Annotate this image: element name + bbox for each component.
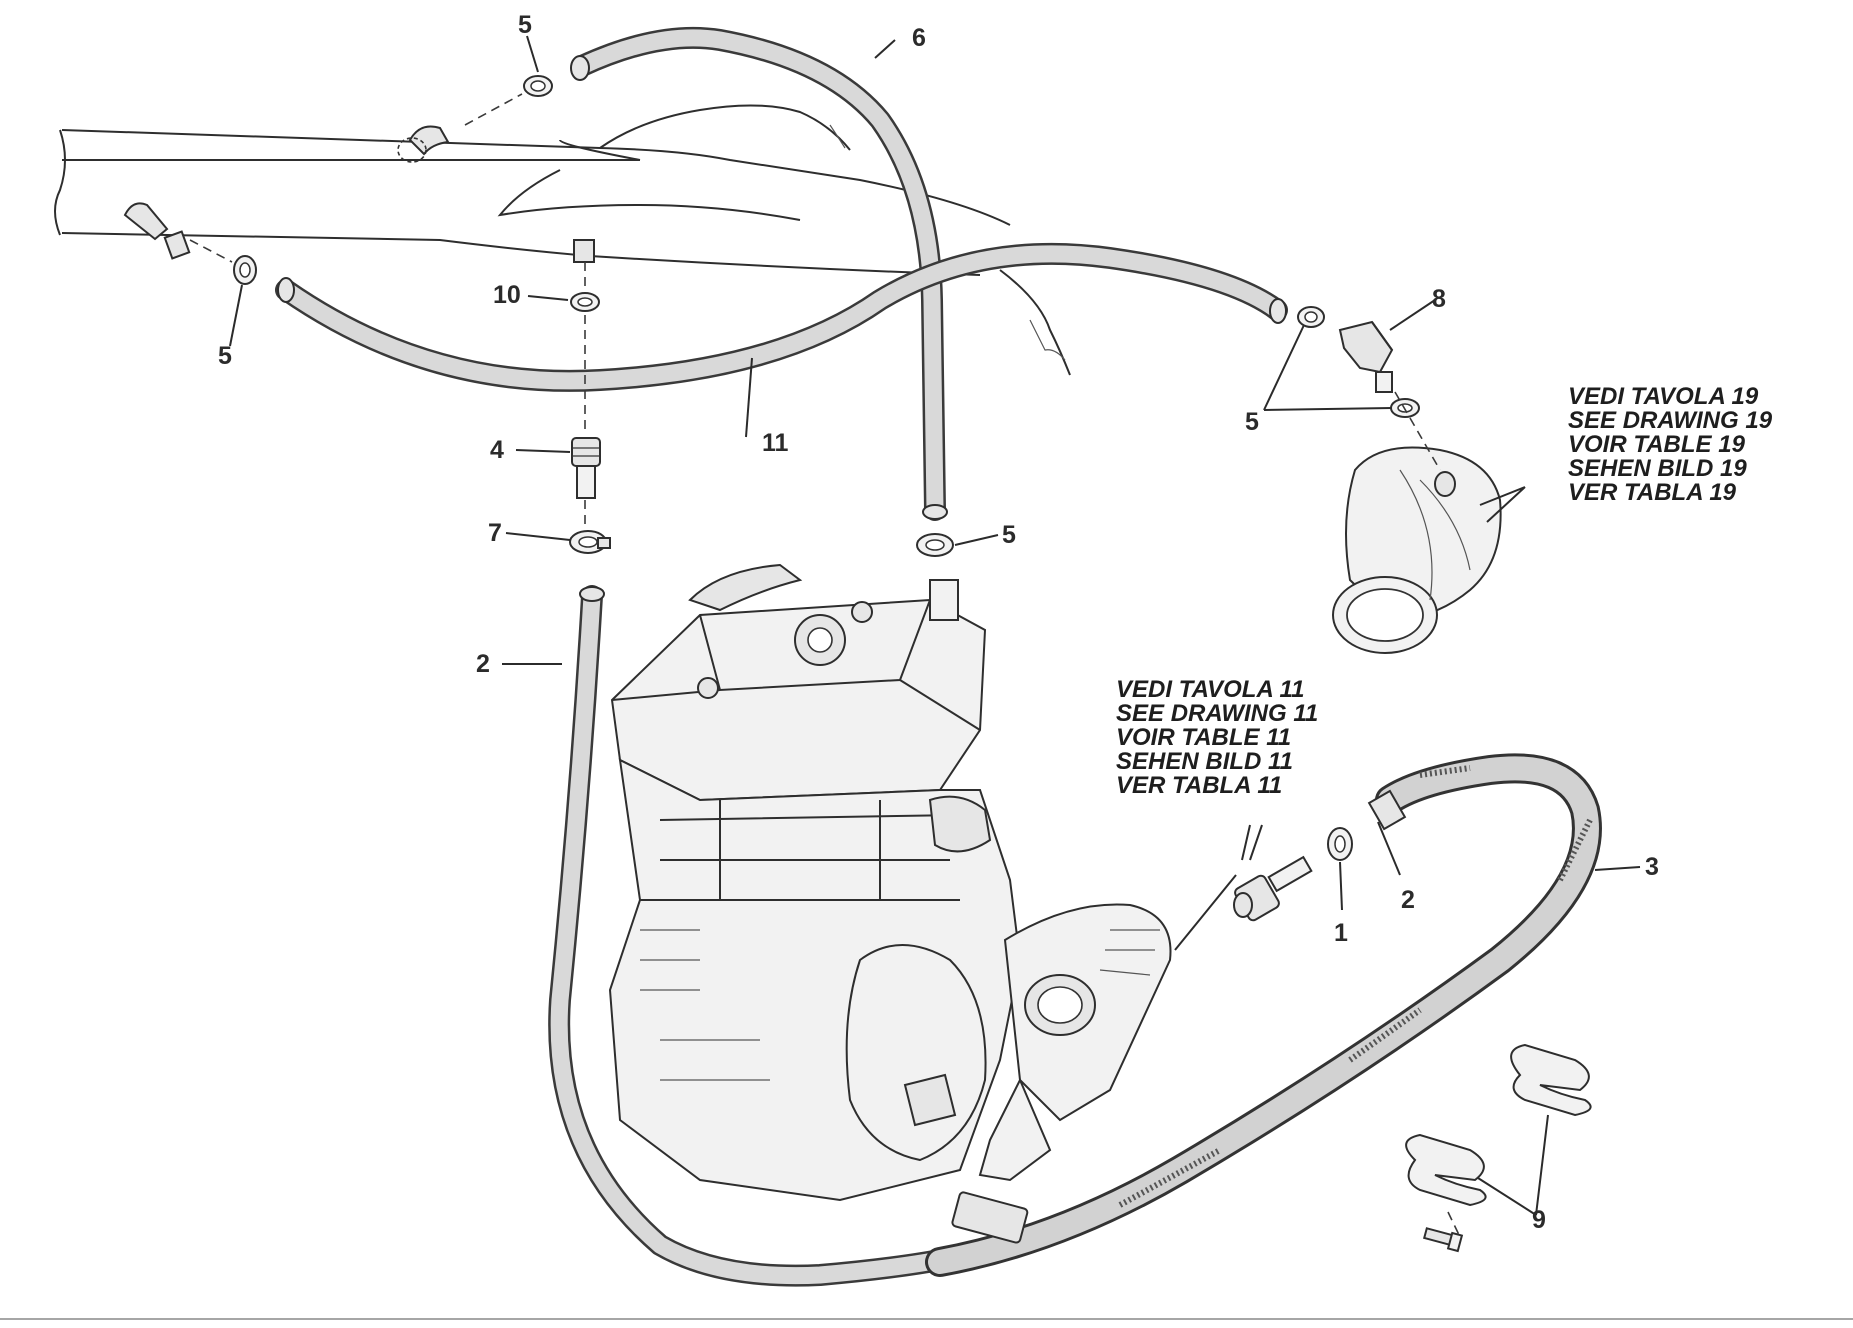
clamp-7 [569, 530, 611, 554]
leader-10 [527, 295, 569, 301]
clamp-5-left [233, 255, 257, 285]
callout-2-right: 2 [1401, 886, 1415, 914]
ref19-line-1: VEDI TAVOLA 19 [1568, 383, 1759, 410]
ref19-line-2: SEE DRAWING 19 [1568, 407, 1773, 434]
callout-5-left: 5 [218, 342, 232, 370]
hose-11 [275, 242, 1288, 392]
hose-3 [925, 753, 1602, 1277]
elbow-8 [1338, 320, 1394, 393]
reference-block-drawing-11: VEDI TAVOLA 11 SEE DRAWING 11 VOIR TABLE… [1116, 676, 1318, 799]
screw-9 [1422, 1227, 1464, 1253]
callout-10: 10 [493, 281, 521, 309]
ref19-line-4: SEHEN BILD 19 [1568, 455, 1747, 482]
fitting-1 [1233, 855, 1313, 922]
leader-8 [1389, 299, 1436, 331]
ref19-line-3: VOIR TABLE 19 [1568, 431, 1746, 458]
clamp-5-mid [916, 533, 954, 557]
ref19-line-5: VER TABLA 19 [1568, 479, 1737, 506]
washer-10 [570, 292, 600, 312]
fitting-4 [571, 437, 601, 499]
clamp-5-top [523, 75, 553, 97]
callout-5-mid: 5 [1002, 521, 1016, 549]
callout-5-top: 5 [518, 11, 532, 39]
ref11-line-5: VER TABLA 11 [1116, 772, 1282, 799]
leader-2-right [1377, 821, 1401, 876]
leader-5-mid [954, 534, 999, 546]
callout-2-left: 2 [476, 650, 490, 678]
dash-5-top [464, 93, 523, 126]
dash-screw [1447, 1211, 1461, 1238]
ref-11-pointer [1174, 874, 1237, 951]
ref11-line-4: SEHEN BILD 11 [1116, 748, 1293, 775]
callout-1: 1 [1334, 919, 1348, 947]
callout-7: 7 [488, 519, 502, 547]
leader-7 [505, 532, 571, 541]
reference-block-drawing-19: VEDI TAVOLA 19 SEE DRAWING 19 VOIR TABLE… [1568, 383, 1773, 506]
leader-5-right [1263, 324, 1393, 411]
thermostat-housing [1332, 446, 1502, 654]
leader-5-top [526, 35, 539, 73]
clamp-2-right [1327, 827, 1353, 861]
callout-6: 6 [912, 24, 926, 52]
leader-11 [745, 357, 753, 438]
ref11-line-3: VOIR TABLE 11 [1116, 724, 1291, 751]
dash-8-housing [1394, 391, 1441, 471]
leader-6 [874, 39, 896, 59]
hose-2 [548, 585, 961, 1287]
leader-5-left [229, 284, 243, 347]
leader-9 [1477, 1114, 1549, 1216]
dash-5-left [189, 239, 233, 263]
engine-block [608, 563, 1172, 1244]
leader-1 [1339, 861, 1343, 911]
frame-section [54, 104, 1071, 376]
callout-8: 8 [1432, 285, 1446, 313]
callout-11: 11 [762, 429, 789, 457]
ref-11-arrows [1241, 824, 1263, 861]
hose-6 [570, 26, 948, 521]
leader-3 [1594, 866, 1641, 871]
ref-19-arrows [1479, 486, 1526, 523]
ref11-line-2: SEE DRAWING 11 [1116, 700, 1318, 727]
callout-4: 4 [490, 436, 504, 464]
clip-9 [1405, 1043, 1592, 1207]
ref11-line-1: VEDI TAVOLA 11 [1116, 676, 1304, 703]
callout-5-right: 5 [1245, 408, 1259, 436]
callout-3: 3 [1645, 853, 1659, 881]
callout-9: 9 [1532, 1206, 1546, 1234]
leader-4 [515, 449, 571, 453]
